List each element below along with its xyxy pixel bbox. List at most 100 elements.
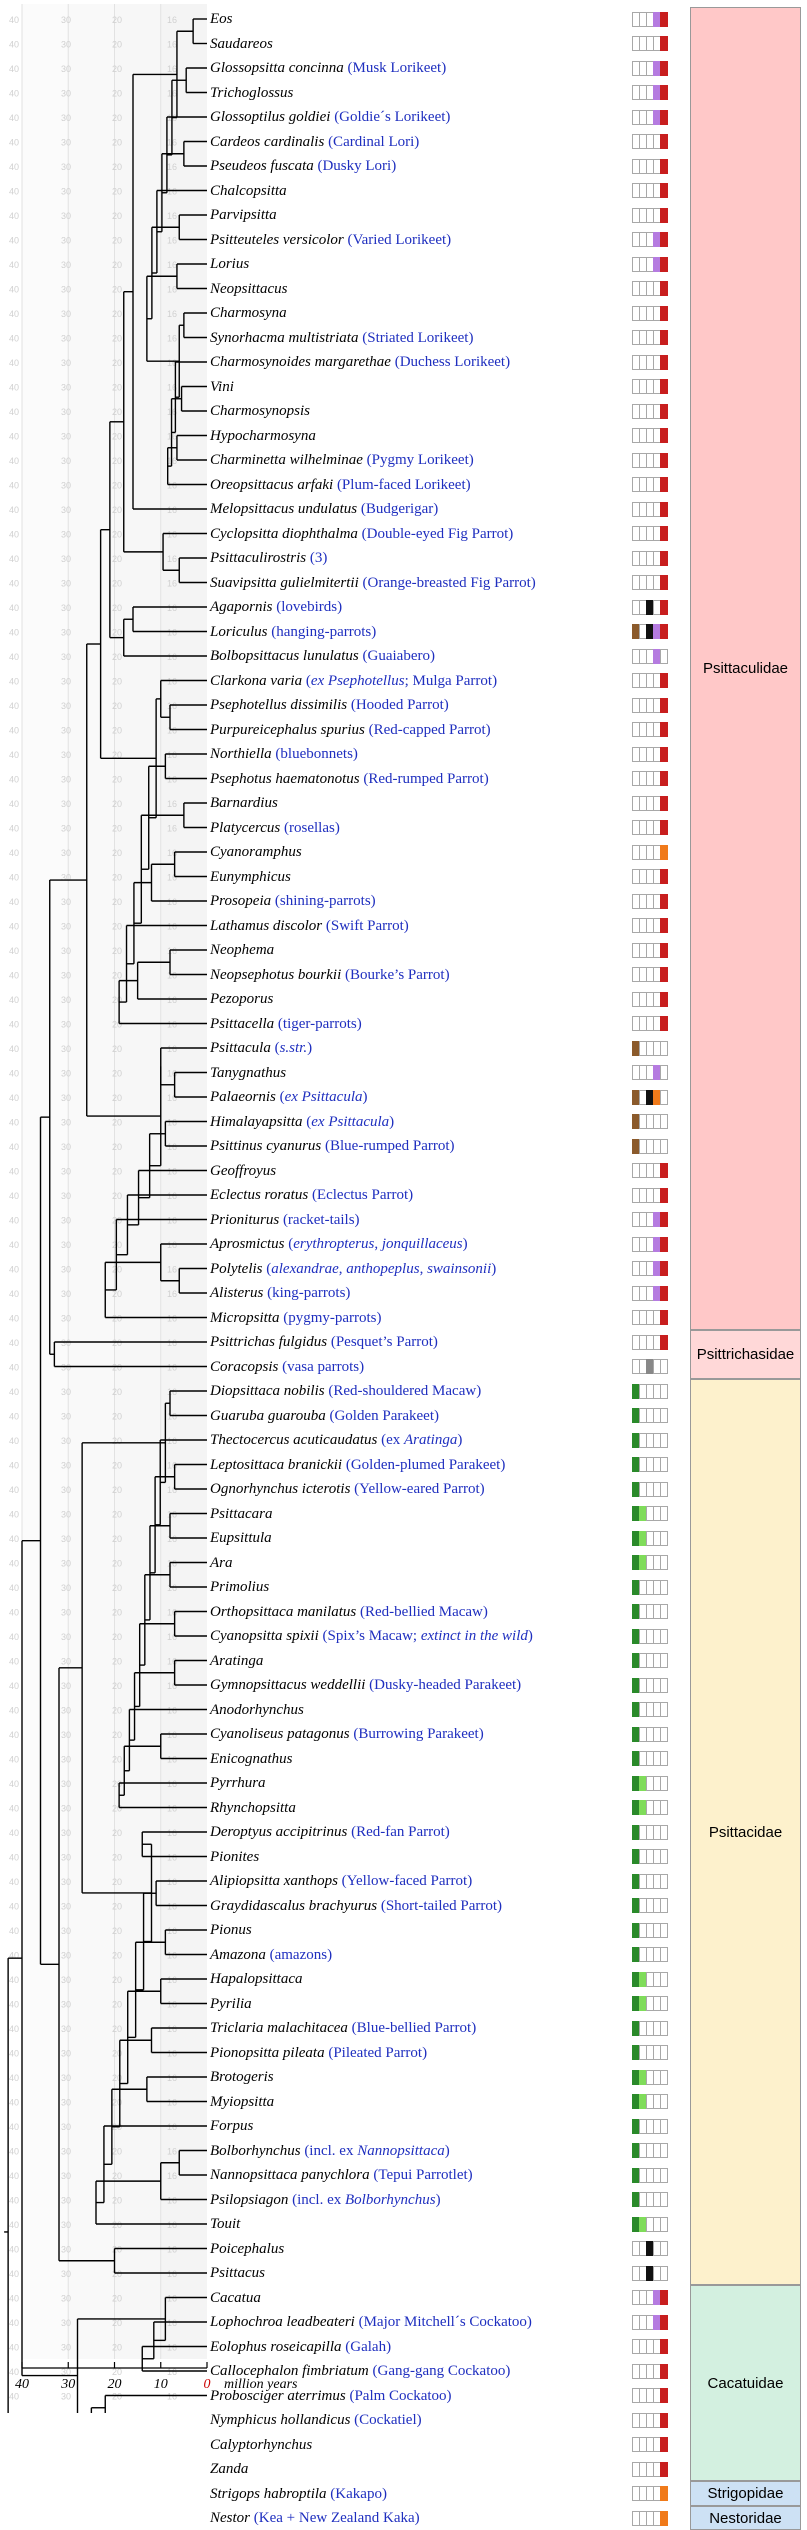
age-column-label: 16: [167, 1706, 177, 1716]
age-column-label: 40: [9, 1142, 19, 1152]
age-column-label: 40: [9, 1461, 19, 1471]
scientific-name: Thectocercus acuticaudatus: [210, 1432, 378, 1448]
distribution-cell: [660, 1187, 668, 1203]
age-column-label: 16: [167, 162, 177, 172]
distribution-cell: [660, 1359, 668, 1374]
age-column-label: 20: [112, 603, 122, 613]
age-column-label: 16: [167, 1044, 177, 1054]
common-name: (Gang-gang Cockatoo): [372, 2363, 511, 2379]
distribution-cell: [660, 379, 668, 394]
age-column-label: 20: [112, 1436, 122, 1446]
age-column-label: 30: [61, 701, 71, 711]
scientific-name: Synorhacma multistriata: [210, 329, 359, 346]
age-column-label: 16: [167, 334, 177, 344]
taxon-label: Barnardius: [210, 794, 278, 812]
age-column-label: 16: [167, 1216, 177, 1226]
scientific-name: Eunymphicus: [210, 868, 291, 885]
age-column-label: 40: [9, 1926, 19, 1936]
distribution-cell: [660, 575, 668, 590]
distribution-cell: [660, 1481, 668, 1497]
distribution-cell: [660, 1922, 668, 1938]
distribution-bar: [632, 281, 668, 296]
age-column-label: 20: [112, 1412, 122, 1422]
taxon-label: Pezoporus: [210, 990, 273, 1008]
age-column-label: 30: [61, 1559, 71, 1569]
distribution-bar: [632, 1016, 668, 1031]
age-column-label: 16: [167, 2147, 177, 2157]
age-column-label: 16: [167, 1314, 177, 1324]
age-column-label: 16: [167, 946, 177, 956]
common-name: (shining-parrots): [274, 893, 376, 909]
age-column-label: 16: [167, 211, 177, 221]
taxon-label: Tanygnathus: [210, 1064, 286, 1082]
distribution-cell: [660, 1579, 668, 1595]
age-column-label: 20: [112, 1657, 122, 1667]
distribution-bar: [632, 820, 668, 835]
age-column-label: 40: [9, 1167, 19, 1177]
distribution-cell: [660, 697, 668, 713]
taxon-label: Psittacula (s.str.): [210, 1039, 312, 1057]
age-column-label: 16: [167, 1926, 177, 1936]
scientific-name: Palaeornis: [210, 1089, 276, 1105]
age-column-label: 30: [61, 1951, 71, 1961]
distribution-bar: [632, 697, 668, 713]
distribution-cell: [660, 477, 668, 492]
age-column-label: 40: [9, 1363, 19, 1373]
age-column-label: 16: [167, 652, 177, 662]
scientific-name: Calyptorhynchus: [210, 2436, 313, 2453]
age-column-label: 16: [167, 260, 177, 270]
taxon-label: Enicognathus: [210, 1750, 293, 1768]
age-column-label: 40: [9, 1608, 19, 1618]
time-band: [22, 4, 69, 2359]
age-column-label: 16: [167, 1730, 177, 1740]
age-column-label: 16: [167, 701, 177, 711]
taxon-label: Pionites: [210, 1848, 259, 1866]
taxon-label: Psittinus cyanurus (Blue-rumped Parrot): [210, 1137, 455, 1155]
age-column-label: 30: [61, 2073, 71, 2083]
taxon-label: Psittaculirostris (3): [210, 549, 327, 567]
age-column-label: 16: [167, 1118, 177, 1128]
age-column-label: 20: [112, 2269, 122, 2279]
age-column-label: 40: [9, 1020, 19, 1030]
age-column-label: 30: [61, 1877, 71, 1887]
taxon-label: Psittrichas fulgidus (Pesquet’s Parrot): [210, 1333, 438, 1351]
age-column-label: 16: [167, 2392, 177, 2402]
age-column-label: 30: [61, 579, 71, 589]
age-column-label: 16: [167, 1167, 177, 1177]
taxon-label: Eclectus roratus (Eclectus Parrot): [210, 1186, 413, 1204]
scientific-name: Eclectus roratus: [210, 1187, 309, 1203]
scientific-name: Myiopsitta: [210, 2093, 275, 2110]
taxon-label: Forpus: [210, 2117, 253, 2135]
distribution-bar: [632, 893, 668, 909]
taxon-label: Hapalopsittaca: [210, 1970, 303, 1988]
age-column-label: 40: [9, 1706, 19, 1716]
age-column-label: 40: [9, 530, 19, 540]
taxon-label: Loriculus (hanging-parrots): [210, 623, 376, 641]
age-column-label: 20: [112, 922, 122, 932]
age-column-label: 40: [9, 1338, 19, 1348]
age-column-label: 20: [112, 15, 122, 25]
age-column-label: 40: [9, 799, 19, 809]
taxon-label: Charmosynopsis: [210, 402, 310, 420]
distribution-cell: [660, 942, 668, 958]
common-name: (Pygmy Lorikeet): [366, 452, 474, 468]
age-column-label: 16: [167, 1240, 177, 1250]
age-column-label: 40: [9, 260, 19, 270]
distribution-cell: [660, 158, 668, 174]
age-column-label: 20: [112, 652, 122, 662]
distribution-bar: [632, 1800, 668, 1815]
age-column-label: 16: [167, 2245, 177, 2255]
age-column-label: 16: [167, 1191, 177, 1201]
scientific-name: Hypocharmosyna: [210, 427, 316, 444]
scientific-name: Pyrilia: [210, 1995, 252, 2012]
age-column-label: 40: [9, 2318, 19, 2328]
common-name: (Red-rumped Parrot): [363, 770, 489, 787]
age-column-label: 30: [61, 873, 71, 883]
age-column-label: 16: [167, 40, 177, 50]
common-name: (Plum-faced Lorikeet): [336, 476, 471, 493]
age-column-label: 20: [112, 481, 122, 491]
distribution-bar: [632, 452, 668, 468]
scientific-name: Glossopsitta concinna: [210, 60, 344, 76]
scientific-name: Lorius: [210, 256, 250, 272]
age-column-label: 30: [61, 1730, 71, 1740]
